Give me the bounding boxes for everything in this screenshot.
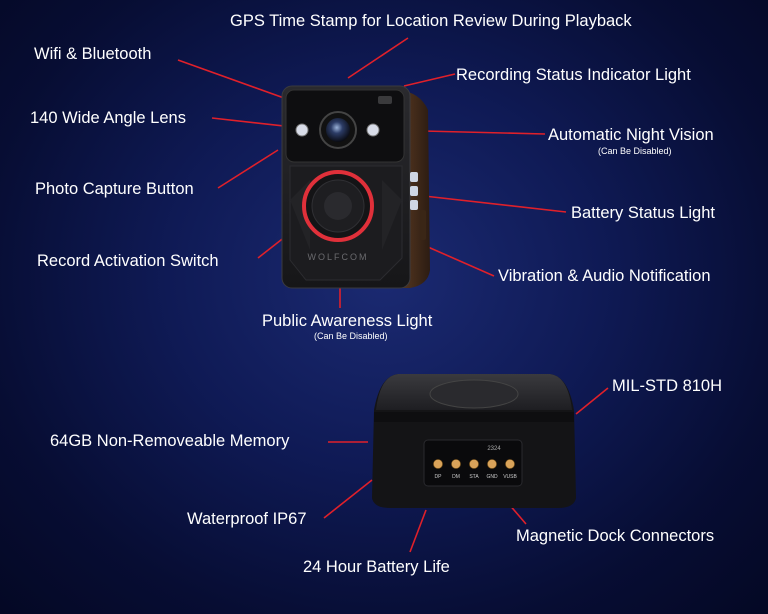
gps-label: GPS Time Stamp for Location Review Durin…: [230, 12, 632, 30]
connector-code: 2324: [487, 446, 501, 452]
recording-status-leader: [403, 73, 456, 87]
battery-status-leader: [423, 195, 567, 213]
photo-button-leader: [217, 149, 279, 189]
body-camera-front: WOLFCOM: [281, 85, 430, 289]
battery-life-leader: [409, 509, 427, 553]
waterproof-label: Waterproof IP67: [187, 510, 307, 528]
pin-label: GND: [486, 474, 498, 480]
battery-status-label: Battery Status Light: [571, 204, 715, 222]
night-vision-label: Automatic Night Vision: [548, 126, 714, 144]
battery-life-label: 24 Hour Battery Life: [303, 558, 450, 576]
public-light-note: (Can Be Disabled): [314, 331, 388, 341]
pin-label: DM: [452, 474, 460, 480]
night-vision-note: (Can Be Disabled): [598, 146, 672, 156]
vibration-label: Vibration & Audio Notification: [498, 267, 711, 285]
recording-status-label: Recording Status Indicator Light: [456, 66, 691, 84]
vibration-leader: [427, 246, 495, 277]
memory-label: 64GB Non-Removeable Memory: [50, 432, 290, 450]
wifi-label: Wifi & Bluetooth: [34, 45, 152, 63]
pin-label: DP: [435, 474, 443, 480]
milstd-label: MIL-STD 810H: [612, 377, 723, 395]
record-switch-label: Record Activation Switch: [37, 252, 219, 270]
pin-label: STA: [469, 474, 479, 480]
body-camera-back: 2324 DP DM STA GND VUSB: [372, 374, 576, 508]
waterproof-leader: [323, 479, 373, 519]
dock-label: Magnetic Dock Connectors: [516, 527, 715, 545]
photo-button-label: Photo Capture Button: [35, 180, 194, 198]
pin-label: VUSB: [503, 474, 517, 480]
lens-label: 140 Wide Angle Lens: [30, 109, 186, 127]
brand-text: WOLFCOM: [308, 252, 369, 262]
milstd-leader: [575, 387, 609, 415]
gps-leader: [347, 37, 409, 79]
wifi-leader: [177, 59, 285, 99]
public-light-label: Public Awareness Light: [262, 312, 433, 330]
